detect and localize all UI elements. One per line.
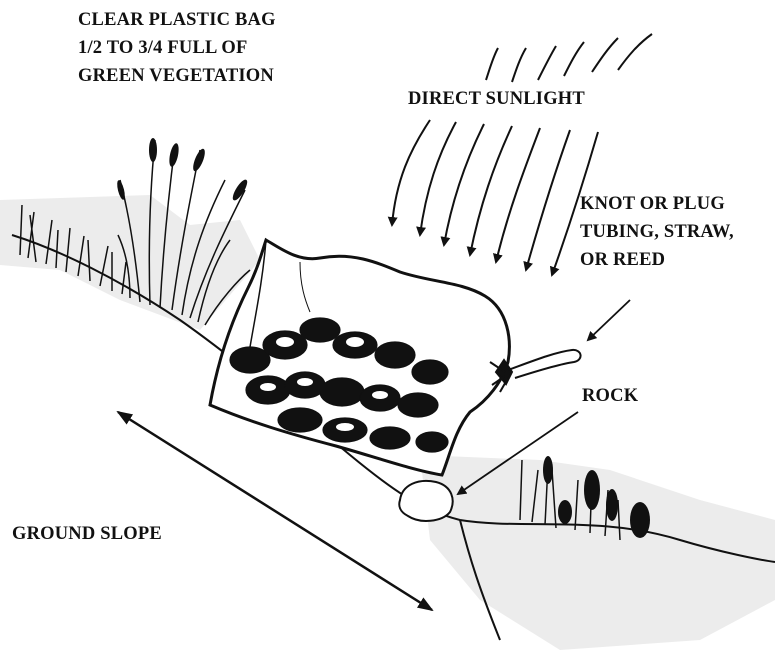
- knot-plug-label: KNOT OR PLUG TUBING, STRAW, OR REED: [580, 190, 734, 274]
- plastic-bag-label-line-1: CLEAR PLASTIC BAG: [78, 6, 276, 34]
- knot-pointer-arrow: [588, 300, 630, 340]
- knot-plug-label-line-2: TUBING, STRAW,: [580, 218, 734, 246]
- plastic-bag-label: CLEAR PLASTIC BAG 1/2 TO 3/4 FULL OF GRE…: [78, 6, 276, 90]
- grass-seed-heads: [116, 138, 250, 202]
- knot-plug-label-line-3: OR REED: [580, 246, 734, 274]
- plastic-bag-label-line-2: 1/2 TO 3/4 FULL OF: [78, 34, 276, 62]
- rock-label: ROCK: [582, 382, 638, 410]
- rock-icon: [399, 481, 452, 521]
- ground-slope-label: GROUND SLOPE: [12, 520, 162, 548]
- knot-plug-label-line-1: KNOT OR PLUG: [580, 190, 734, 218]
- direct-sunlight-label: DIRECT SUNLIGHT: [408, 85, 585, 113]
- plastic-bag-label-line-3: GREEN VEGETATION: [78, 62, 276, 90]
